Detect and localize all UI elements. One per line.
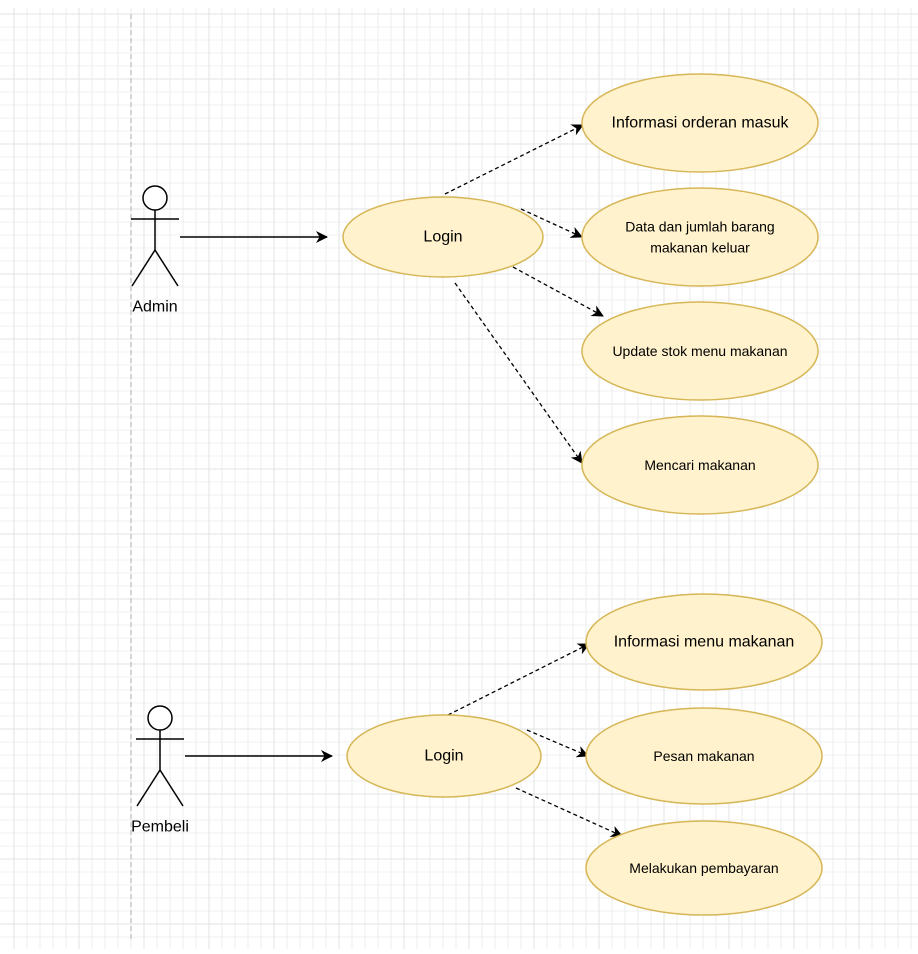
use-case-label: Informasi menu makanan	[614, 634, 795, 651]
stick-figure-icon	[131, 185, 179, 287]
use-case-mencari-makanan[interactable]: Mencari makanan	[581, 415, 819, 515]
relation-admin-login-to-informasi-orderan-masuk[interactable]	[444, 124, 584, 195]
use-case-update-stok-menu[interactable]: Update stok menu makanan	[581, 301, 819, 401]
relation-pembeli-login-to-informasi-menu-makanan[interactable]	[447, 643, 590, 716]
use-case-label: Login	[423, 229, 462, 246]
use-case-ellipse[interactable]	[346, 714, 542, 798]
use-case-pembeli-login[interactable]: Login	[346, 714, 542, 798]
actor-pembeli[interactable]: Pembeli	[131, 705, 189, 836]
relation-admin-login-to-update-stok-menu[interactable]	[512, 266, 604, 317]
use-case-pesan-makanan[interactable]: Pesan makanan	[585, 707, 823, 805]
use-case-admin-login[interactable]: Login	[342, 196, 544, 278]
use-case-ellipse[interactable]	[581, 301, 819, 401]
use-case-ellipse[interactable]	[585, 820, 823, 916]
use-case-label: Pesan makanan	[653, 748, 754, 764]
use-case-label: Mencari makanan	[644, 457, 755, 473]
use-case-label: makanan keluar	[650, 240, 750, 256]
use-case-data-jumlah-barang[interactable]: Data dan jumlah barang makanan keluar	[581, 187, 819, 287]
relation-admin-login-to-mencari-makanan[interactable]	[454, 282, 583, 464]
use-case-label: Informasi orderan masuk	[612, 115, 790, 132]
use-case-ellipse[interactable]	[342, 196, 544, 278]
relations-layer	[180, 124, 623, 837]
use-case-label: Melakukan pembayaran	[629, 860, 778, 876]
use-case-melakukan-pembayaran[interactable]: Melakukan pembayaran	[585, 820, 823, 916]
use-case-label: Update stok menu makanan	[612, 343, 787, 359]
actor-admin[interactable]: Admin	[131, 185, 179, 316]
use-case-ellipse[interactable]	[581, 415, 819, 515]
use-case-label: Data dan jumlah barang	[625, 219, 774, 235]
use-case-ellipse[interactable]	[581, 73, 819, 173]
actor-label: Admin	[132, 299, 177, 316]
use-case-informasi-orderan-masuk[interactable]: Informasi orderan masuk	[581, 73, 819, 173]
use-case-label: Login	[424, 748, 463, 765]
use-case-ellipse[interactable]	[585, 707, 823, 805]
actor-label: Pembeli	[131, 819, 189, 836]
stick-figure-icon	[136, 705, 184, 807]
use-case-informasi-menu-makanan[interactable]: Informasi menu makanan	[585, 593, 823, 691]
use-case-ellipse[interactable]	[581, 187, 819, 287]
use-case-ellipse[interactable]	[585, 593, 823, 691]
relation-pembeli-login-to-melakukan-pembayaran[interactable]	[515, 787, 623, 837]
